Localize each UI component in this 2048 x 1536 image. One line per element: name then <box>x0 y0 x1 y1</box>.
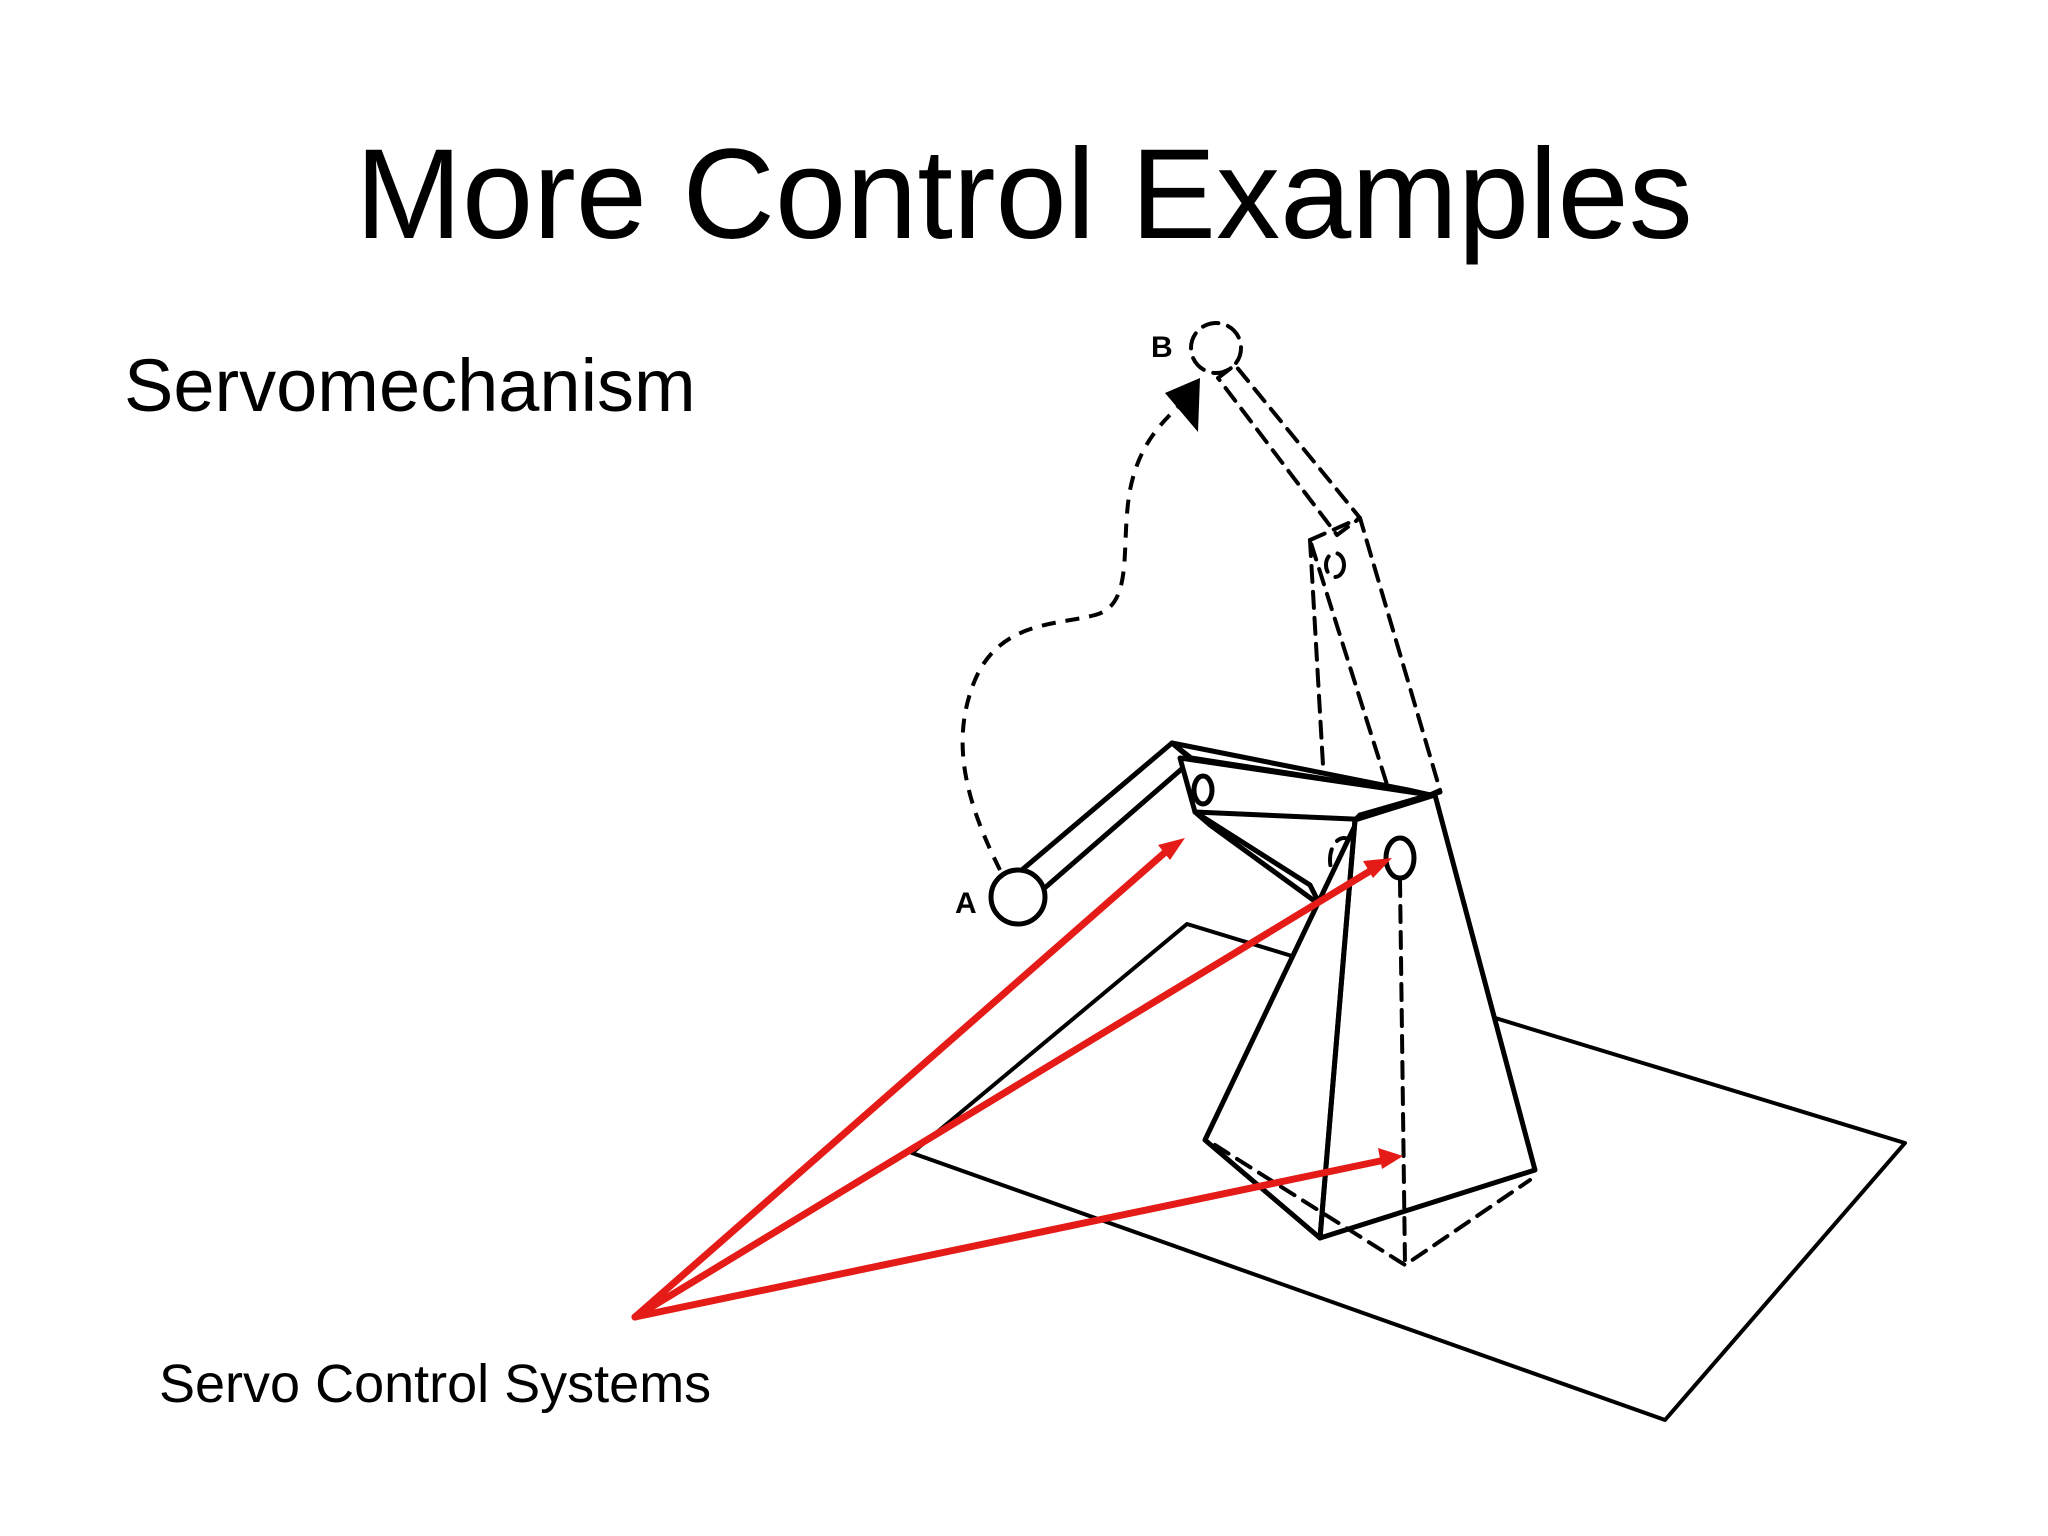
floor-plane <box>910 922 1907 1422</box>
arm-final-position <box>1216 363 1362 537</box>
servo-arrow-line-base <box>631 1156 1389 1321</box>
forearm <box>1192 809 1323 908</box>
pedestal-edge <box>1317 817 1358 1241</box>
upper-arm <box>1007 740 1195 895</box>
elbow-joint <box>1191 773 1215 807</box>
label-b: B <box>1151 331 1173 364</box>
arm-final-link <box>1308 516 1442 812</box>
pedestal-hidden-vertical <box>1398 878 1407 1267</box>
caption-servo-control-systems: Servo Control Systems <box>159 1354 712 1414</box>
servo-arrows <box>631 838 1403 1321</box>
servo-arrowhead-base <box>1378 1148 1403 1169</box>
subtitle-servomechanism: Servomechanism <box>124 344 696 427</box>
joint-final-upper <box>1324 551 1346 579</box>
point-b-circle <box>1189 321 1243 375</box>
motion-path <box>960 398 1187 871</box>
servo-arrow-line-elbow <box>631 844 1174 1321</box>
arm-final-edge <box>1308 538 1327 802</box>
slide-title: More Control Examples <box>355 123 1693 266</box>
shoulder-joint <box>1383 835 1417 881</box>
pedestal-hidden-base <box>1213 1143 1532 1267</box>
servo-arrowhead-shoulder <box>1363 858 1392 878</box>
label-a: A <box>955 887 977 920</box>
servo-arrowhead-elbow <box>1158 838 1185 860</box>
servo-arrow-line-shoulder <box>631 864 1379 1321</box>
point-a-circle <box>988 867 1048 927</box>
motion-arrowhead <box>1165 378 1200 432</box>
pedestal-top-edge <box>1357 789 1443 818</box>
